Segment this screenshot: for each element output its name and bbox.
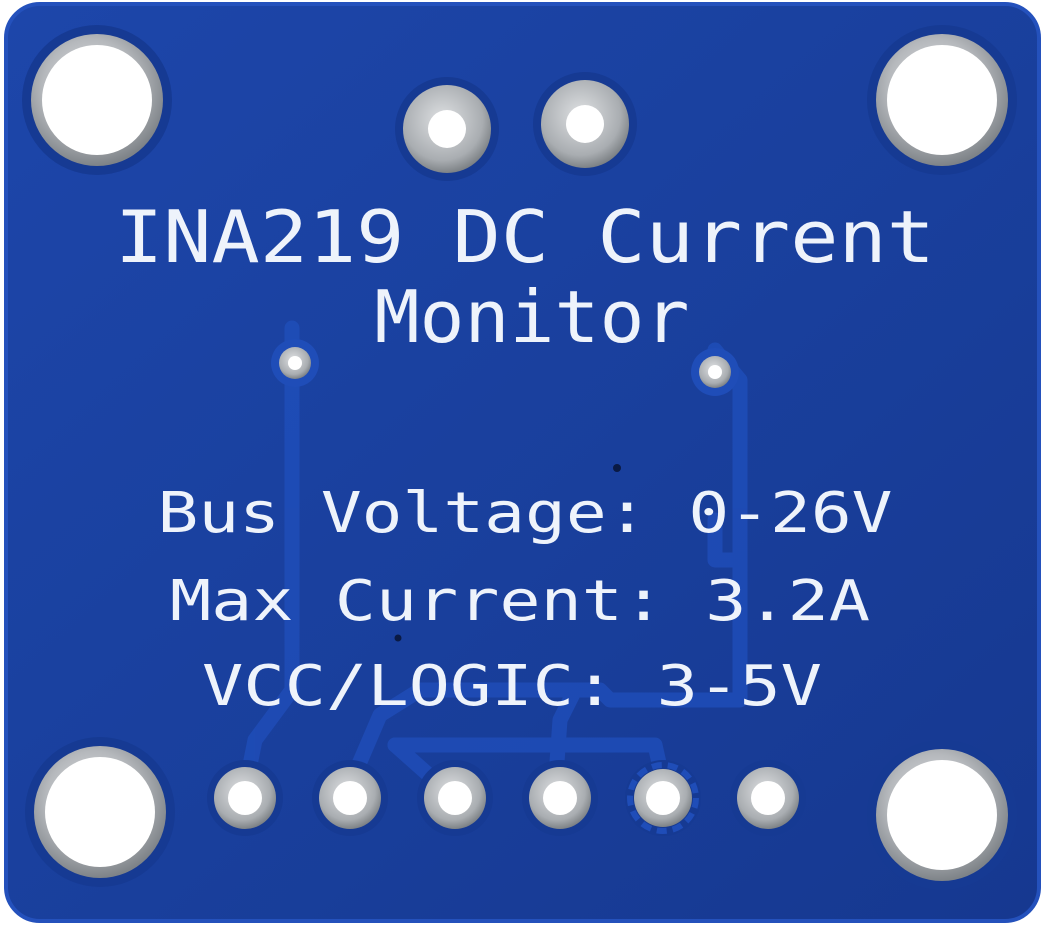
silk-title-line1: INA219 DC Current bbox=[115, 195, 935, 279]
silk-spec-bus-voltage: Bus Voltage: 0-26V bbox=[158, 481, 893, 546]
header-pin-3 bbox=[417, 760, 493, 836]
via-right bbox=[691, 348, 739, 396]
mounting-hole-bottom-left bbox=[25, 737, 175, 887]
mounting-hole-top-left bbox=[22, 25, 172, 175]
silk-spec-max-current: Max Current: 3.2A bbox=[170, 569, 870, 634]
mounting-hole-bottom-right bbox=[867, 740, 1017, 890]
header-pin-5 bbox=[625, 760, 701, 836]
pcb-substrate bbox=[4, 2, 1041, 923]
mounting-hole-top-right bbox=[867, 25, 1017, 175]
silk-spec-vcc-logic: VCC/LOGIC: 3-5V bbox=[202, 654, 822, 719]
terminal-pad-right bbox=[533, 72, 637, 176]
header-pin-4 bbox=[522, 760, 598, 836]
board-speck bbox=[613, 464, 621, 472]
silk-title-line2: Monitor bbox=[375, 275, 690, 359]
header-pin-1 bbox=[207, 760, 283, 836]
header-pin-2 bbox=[312, 760, 388, 836]
terminal-pad-left bbox=[395, 77, 499, 181]
board-speck bbox=[394, 634, 402, 642]
header-pin-6 bbox=[730, 760, 806, 836]
via-left bbox=[271, 339, 319, 387]
